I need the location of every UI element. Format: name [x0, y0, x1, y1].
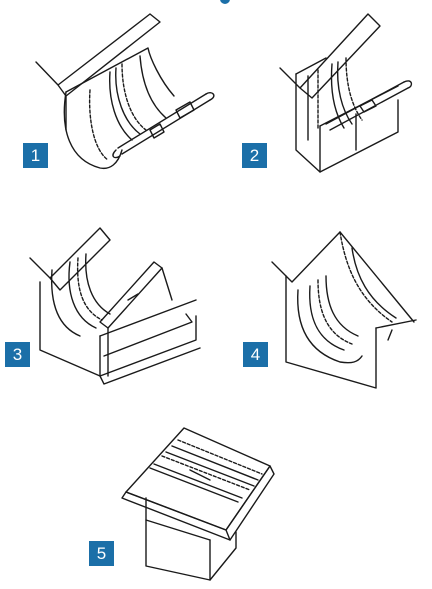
figure-1-half-round-gutter [35, 13, 215, 170]
figure-5-gutter-outlet [121, 427, 275, 581]
figure-label-1: 1 [23, 143, 48, 168]
figure-label-4: 4 [243, 342, 268, 367]
figure-2-box-gutter [279, 13, 413, 173]
figure-label-2: 2 [242, 143, 267, 168]
figure-label-5: 5 [89, 541, 114, 566]
figure-label-3: 3 [5, 342, 30, 367]
figure-4-gutter-angle [271, 231, 417, 389]
figure-3-gutter-stop-end [29, 227, 201, 385]
cropped-title-fragment [220, 0, 230, 4]
